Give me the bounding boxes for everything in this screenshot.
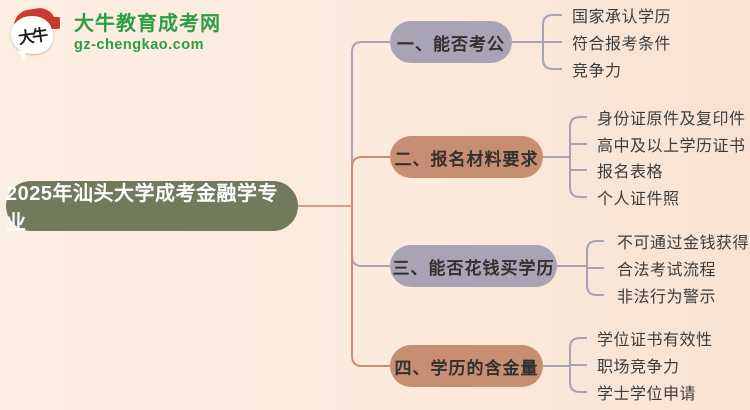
leaf-node: 竞争力 <box>572 63 622 80</box>
leaf-node: 职场竞争力 <box>597 359 680 376</box>
bracket-branch-2 <box>543 116 587 198</box>
bracket-branch-4 <box>543 337 587 393</box>
branch-node-2: 二、报名材料要求 <box>390 136 543 178</box>
branch-node-3: 三、能否花钱买学历 <box>390 245 557 287</box>
leaf-node: 高中及以上学历证书 <box>597 138 746 155</box>
leaf-node: 合法考试流程 <box>617 262 717 279</box>
edge-branch-4 <box>351 206 390 367</box>
logo-bull-icon: 大牛 <box>10 5 62 60</box>
logo-seal-stamp <box>51 17 60 29</box>
branch-node-1: 一、能否考公 <box>390 21 512 63</box>
logo-bubble-text: 大牛 <box>17 25 48 48</box>
branch-node-4: 四、学历的含金量 <box>390 345 543 387</box>
leaf-node: 学位证书有效性 <box>597 332 713 349</box>
leaf-node: 符合报考条件 <box>572 36 672 53</box>
leaf-node: 国家承认学历 <box>572 9 672 26</box>
leaf-node: 身份证原件及复印件 <box>597 111 746 128</box>
leaf-node: 学士学位申请 <box>597 386 697 403</box>
logo-text-block: 大牛教育成考网 gz-chengkao.com <box>74 8 221 54</box>
site-logo: 大牛 大牛教育成考网 gz-chengkao.com <box>10 5 221 60</box>
site-name: 大牛教育成考网 <box>74 13 221 35</box>
leaf-node: 非法行为警示 <box>617 289 717 306</box>
edge-branch-1 <box>351 41 390 206</box>
edge-branch-2 <box>351 156 390 206</box>
site-domain: gz-chengkao.com <box>74 37 204 53</box>
leaf-node: 个人证件照 <box>597 191 680 208</box>
bracket-branch-1 <box>512 14 562 70</box>
edge-branch-3 <box>351 206 390 267</box>
leaf-node: 不可通过金钱获得 <box>617 235 750 252</box>
bracket-branch-3 <box>557 240 604 296</box>
logo-speech-bubble: 大牛 <box>11 16 53 54</box>
root-topic-node: 2025年汕头大学成考金融学专业 <box>6 181 298 234</box>
leaf-node: 报名表格 <box>597 164 664 181</box>
